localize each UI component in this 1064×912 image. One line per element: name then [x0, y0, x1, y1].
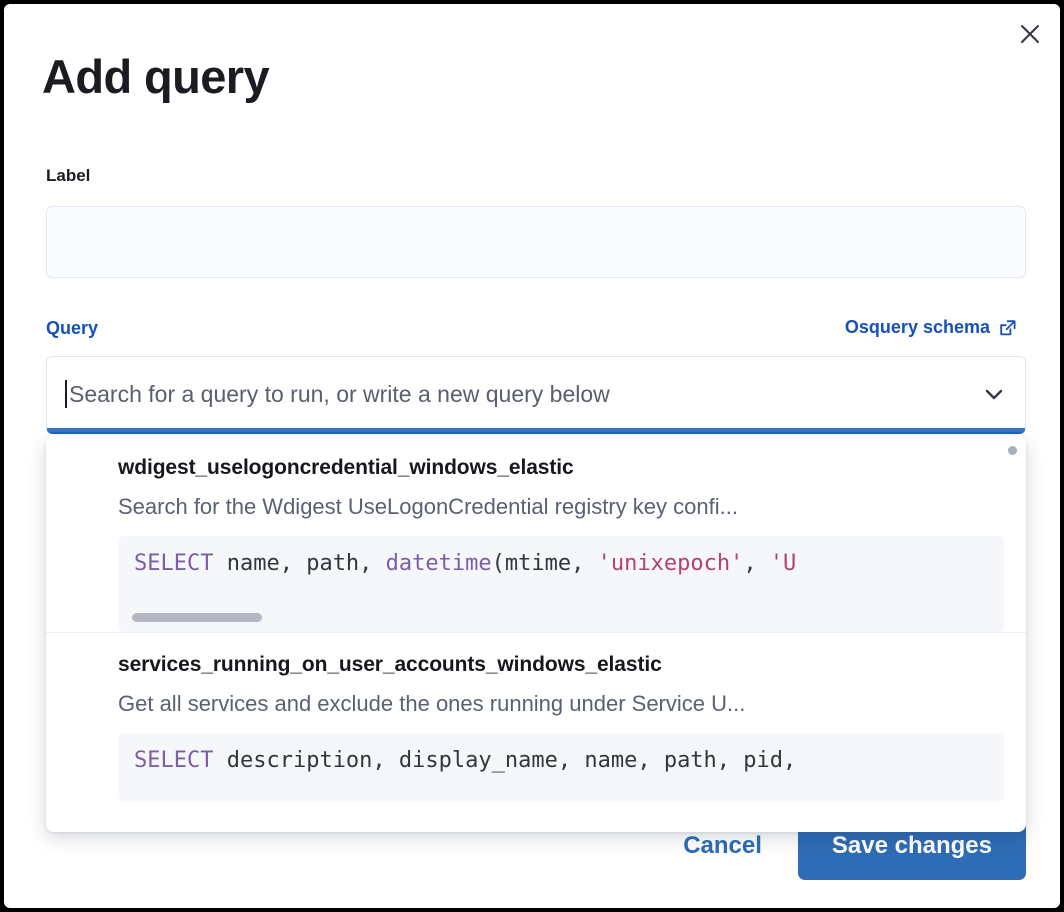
- label-field-label: Label: [46, 166, 91, 185]
- sql-columns: description, display_name, name, path, p…: [213, 748, 797, 773]
- query-suggestions-dropdown: wdigest_uselogoncredential_windows_elast…: [46, 436, 1026, 832]
- sql-function: datetime: [385, 551, 492, 576]
- sql-columns: name, path,: [213, 551, 386, 576]
- osquery-schema-link-label: Osquery schema: [844, 317, 990, 337]
- query-search-combobox[interactable]: Search for a query to run, or write a ne…: [46, 356, 1026, 432]
- label-input[interactable]: [46, 206, 1026, 278]
- text-caret: [65, 380, 67, 408]
- sql-keyword: SELECT: [134, 551, 214, 576]
- sql-keyword: SELECT: [134, 748, 214, 773]
- sql-args: (mtime,: [491, 551, 598, 576]
- option-title: wdigest_uselogoncredential_windows_elast…: [118, 456, 574, 479]
- list-item[interactable]: services_running_on_user_accounts_window…: [46, 632, 1026, 801]
- option-sql-preview: SELECT name, path, datetime(mtime, 'unix…: [118, 536, 1004, 632]
- add-query-dialog: Add query Label Query Osquery schema Sea…: [4, 4, 1060, 908]
- list-item[interactable]: wdigest_uselogoncredential_windows_elast…: [46, 436, 1026, 632]
- osquery-schema-link[interactable]: Osquery schema: [845, 317, 1018, 338]
- option-title: services_running_on_user_accounts_window…: [118, 653, 662, 676]
- sql-line: SELECT name, path, datetime(mtime, 'unix…: [134, 550, 988, 579]
- option-description: Get all services and exclude the ones ru…: [118, 691, 746, 716]
- page-title: Add query: [42, 50, 270, 103]
- sql-line: SELECT description, display_name, name, …: [134, 747, 988, 776]
- query-field-label: Query: [46, 318, 99, 338]
- close-icon: [1017, 21, 1043, 47]
- sql-string-1: 'unixepoch': [597, 551, 744, 576]
- option-sql-preview: SELECT description, display_name, name, …: [118, 733, 1004, 801]
- option-description: Search for the Wdigest UseLogonCredentia…: [118, 494, 738, 519]
- close-button[interactable]: [1010, 14, 1050, 54]
- cancel-button[interactable]: Cancel: [663, 818, 782, 874]
- sql-string-2: 'U: [769, 551, 797, 576]
- chevron-down-icon[interactable]: [979, 379, 1009, 409]
- external-link-icon: [998, 318, 1018, 338]
- dropdown-scrollbar[interactable]: [1008, 446, 1017, 455]
- query-search-input[interactable]: Search for a query to run, or write a ne…: [69, 380, 610, 407]
- sql-separator: ,: [743, 551, 770, 576]
- code-horizontal-scrollbar[interactable]: [132, 613, 262, 622]
